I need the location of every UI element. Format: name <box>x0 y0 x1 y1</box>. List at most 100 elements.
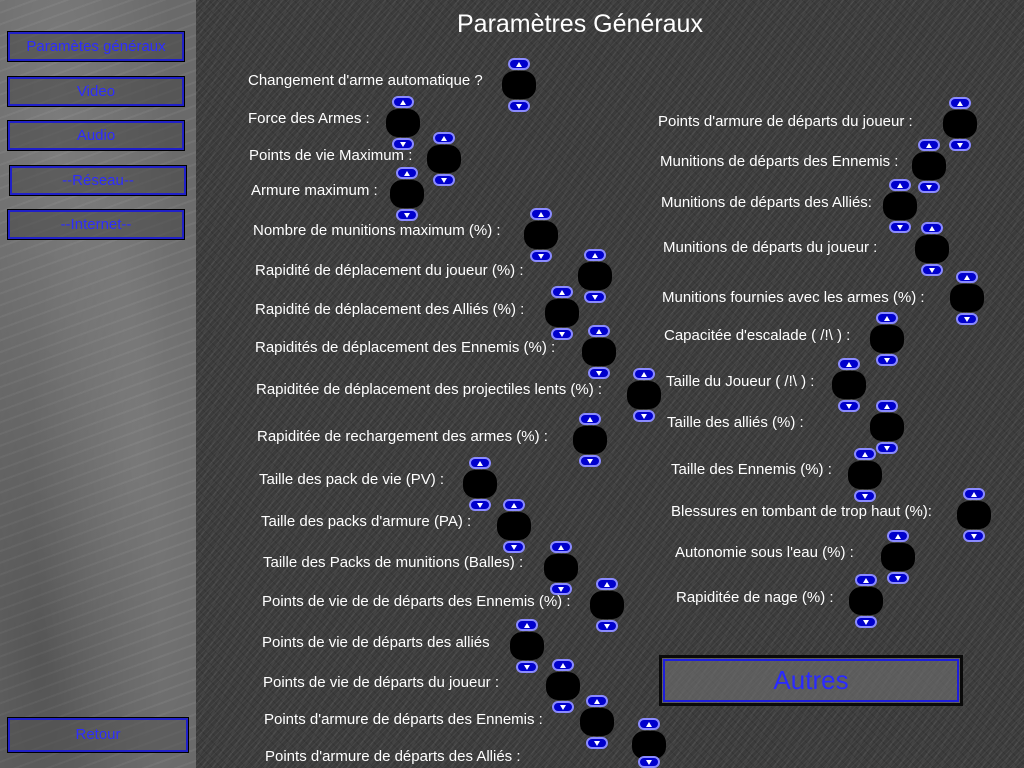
arrow-down-icon[interactable] <box>855 616 877 628</box>
setting-value-field[interactable] <box>510 632 544 660</box>
arrow-up-icon[interactable] <box>584 249 606 261</box>
arrow-down-icon[interactable] <box>633 410 655 422</box>
arrow-up-icon[interactable] <box>516 619 538 631</box>
arrow-up-icon[interactable] <box>469 457 491 469</box>
nav-internet-button[interactable]: --Internet-- <box>7 209 185 240</box>
nav-video-button[interactable]: Video <box>7 76 185 107</box>
setting-value-field[interactable] <box>915 235 949 263</box>
arrow-up-icon[interactable] <box>551 286 573 298</box>
setting-value-field[interactable] <box>463 470 497 498</box>
setting-value-field[interactable] <box>848 461 882 489</box>
arrow-down-icon[interactable] <box>392 138 414 150</box>
setting-value-field[interactable] <box>632 731 666 759</box>
arrow-up-icon[interactable] <box>508 58 530 70</box>
arrow-up-icon[interactable] <box>876 400 898 412</box>
setting-value-field[interactable] <box>849 587 883 615</box>
setting-value-field[interactable] <box>870 413 904 441</box>
setting-value-field[interactable] <box>582 338 616 366</box>
setting-value-field[interactable] <box>590 591 624 619</box>
arrow-up-icon[interactable] <box>530 208 552 220</box>
arrow-up-icon[interactable] <box>921 222 943 234</box>
arrow-down-icon[interactable] <box>918 181 940 193</box>
setting-label: Munitions de départs du joueur : <box>663 239 878 256</box>
arrow-up-icon[interactable] <box>918 139 940 151</box>
setting-value-field[interactable] <box>497 512 531 540</box>
setting-value-field[interactable] <box>627 381 661 409</box>
arrow-up-icon[interactable] <box>552 659 574 671</box>
arrow-up-icon[interactable] <box>588 325 610 337</box>
arrow-up-icon[interactable] <box>956 271 978 283</box>
arrow-up-icon[interactable] <box>633 368 655 380</box>
arrow-up-icon[interactable] <box>433 132 455 144</box>
setting-value-field[interactable] <box>578 262 612 290</box>
setting-stepper <box>883 179 917 233</box>
arrow-up-icon[interactable] <box>396 167 418 179</box>
setting-value-field[interactable] <box>544 554 578 582</box>
setting-value-field[interactable] <box>950 284 984 312</box>
arrow-down-icon[interactable] <box>584 291 606 303</box>
arrow-down-icon[interactable] <box>433 174 455 186</box>
arrow-down-icon[interactable] <box>550 583 572 595</box>
setting-value-field[interactable] <box>912 152 946 180</box>
arrow-up-icon[interactable] <box>579 413 601 425</box>
setting-value-field[interactable] <box>957 501 991 529</box>
arrow-up-icon[interactable] <box>838 358 860 370</box>
arrow-up-icon[interactable] <box>963 488 985 500</box>
arrow-down-icon[interactable] <box>956 313 978 325</box>
nav-audio-button[interactable]: Audio <box>7 120 185 151</box>
setting-value-field[interactable] <box>427 145 461 173</box>
arrow-down-icon[interactable] <box>530 250 552 262</box>
arrow-down-icon[interactable] <box>838 400 860 412</box>
arrow-down-icon[interactable] <box>889 221 911 233</box>
arrow-down-icon[interactable] <box>876 442 898 454</box>
arrow-down-icon[interactable] <box>503 541 525 553</box>
arrow-up-icon[interactable] <box>949 97 971 109</box>
arrow-down-icon[interactable] <box>963 530 985 542</box>
arrow-up-icon[interactable] <box>855 574 877 586</box>
arrow-down-icon[interactable] <box>921 264 943 276</box>
arrow-down-icon[interactable] <box>551 328 573 340</box>
arrow-down-icon[interactable] <box>586 737 608 749</box>
setting-value-field[interactable] <box>545 299 579 327</box>
arrow-down-icon[interactable] <box>596 620 618 632</box>
arrow-down-icon[interactable] <box>396 209 418 221</box>
setting-value-field[interactable] <box>870 325 904 353</box>
arrow-down-icon[interactable] <box>638 756 660 768</box>
setting-value-field[interactable] <box>580 708 614 736</box>
arrow-up-icon[interactable] <box>854 448 876 460</box>
setting-value-field[interactable] <box>502 71 536 99</box>
setting-value-field[interactable] <box>881 543 915 571</box>
arrow-up-icon[interactable] <box>503 499 525 511</box>
setting-value-field[interactable] <box>943 110 977 138</box>
arrow-down-icon[interactable] <box>949 139 971 151</box>
arrow-down-icon[interactable] <box>887 572 909 584</box>
arrow-down-icon[interactable] <box>579 455 601 467</box>
arrow-up-icon[interactable] <box>638 718 660 730</box>
arrow-up-icon[interactable] <box>550 541 572 553</box>
arrow-down-icon[interactable] <box>552 701 574 713</box>
arrow-down-icon[interactable] <box>516 661 538 673</box>
arrow-up-icon[interactable] <box>586 695 608 707</box>
arrow-up-icon[interactable] <box>876 312 898 324</box>
arrow-up-icon[interactable] <box>889 179 911 191</box>
setting-value-field[interactable] <box>390 180 424 208</box>
setting-value-field[interactable] <box>524 221 558 249</box>
arrow-up-icon[interactable] <box>887 530 909 542</box>
setting-value-field[interactable] <box>546 672 580 700</box>
setting-value-field[interactable] <box>883 192 917 220</box>
arrow-down-icon[interactable] <box>508 100 530 112</box>
arrow-up-icon[interactable] <box>596 578 618 590</box>
nav-general-settings-button[interactable]: Paramètes généraux <box>7 31 185 62</box>
setting-value-field[interactable] <box>573 426 607 454</box>
arrow-down-icon[interactable] <box>588 367 610 379</box>
back-button[interactable]: Retour <box>7 717 189 753</box>
arrow-down-icon[interactable] <box>469 499 491 511</box>
setting-label: Munitions de départs des Ennemis : <box>660 153 899 170</box>
setting-value-field[interactable] <box>832 371 866 399</box>
setting-value-field[interactable] <box>386 109 420 137</box>
nav-network-button[interactable]: --Réseau-- <box>9 165 187 196</box>
arrow-up-icon[interactable] <box>392 96 414 108</box>
arrow-down-icon[interactable] <box>854 490 876 502</box>
arrow-down-icon[interactable] <box>876 354 898 366</box>
other-settings-button[interactable]: Autres <box>659 655 963 706</box>
